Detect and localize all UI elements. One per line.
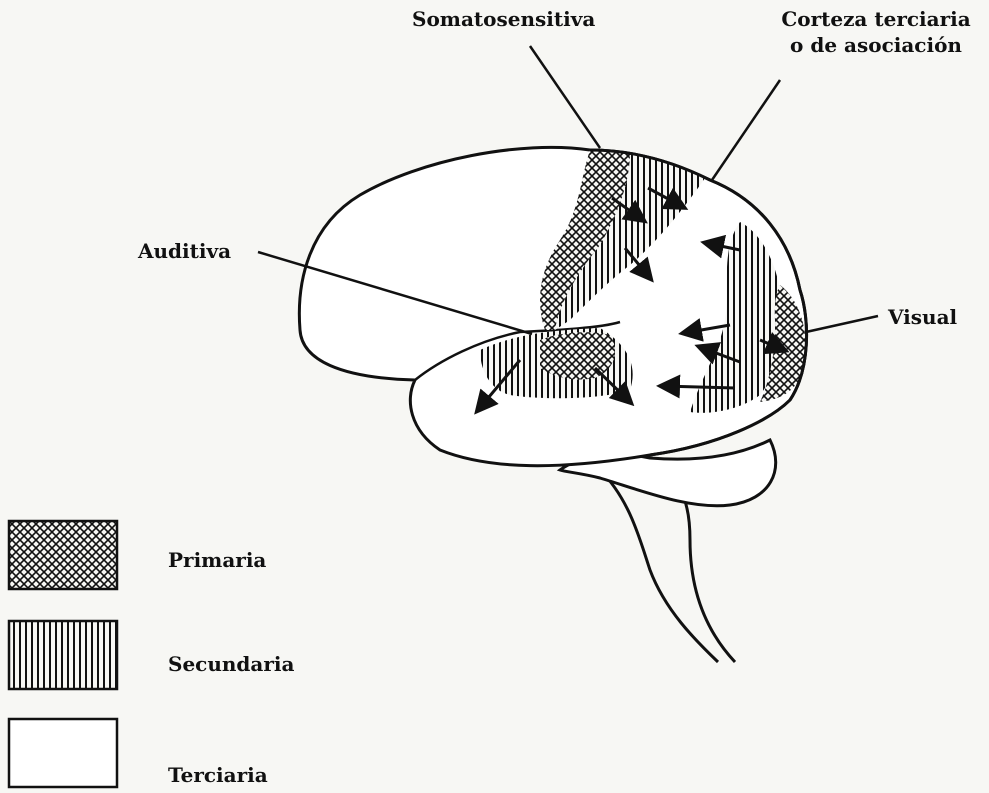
label-corteza-line1: Corteza terciaria — [770, 6, 982, 32]
label-auditiva: Auditiva — [138, 238, 231, 264]
label-corteza-terciaria: Corteza terciaria o de asociación — [770, 6, 982, 58]
legend-label-terciaria: Terciaria — [168, 762, 268, 788]
legend-label-secundaria: Secundaria — [168, 651, 294, 677]
label-somatosensitiva: Somatosensitiva — [412, 6, 595, 32]
legend-label-primaria: Primaria — [168, 547, 266, 573]
auditiva-primaria — [540, 332, 615, 379]
label-corteza-line2: o de asociación — [770, 32, 982, 58]
label-visual: Visual — [888, 304, 957, 330]
